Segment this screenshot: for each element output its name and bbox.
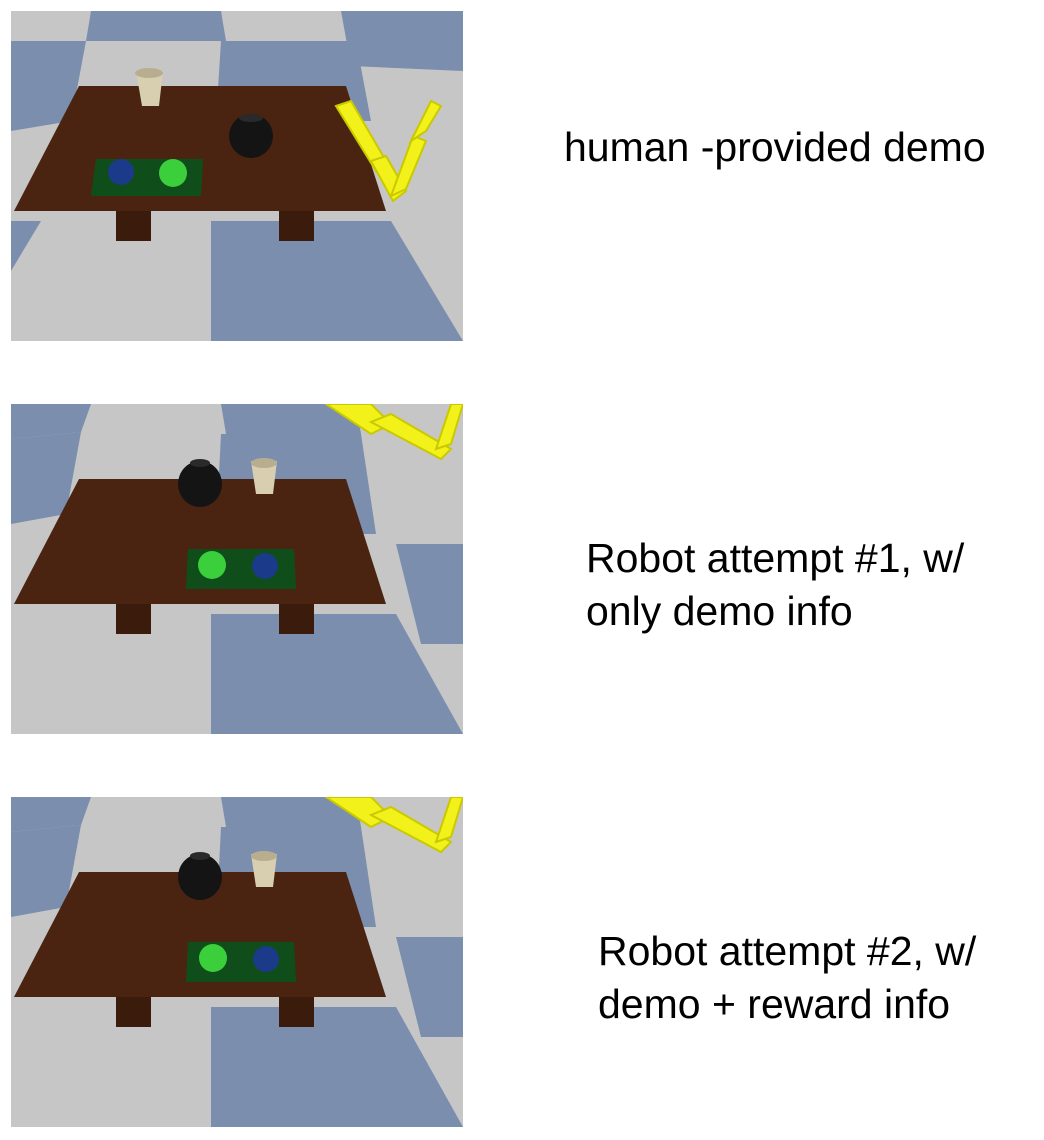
disc-blue — [108, 159, 134, 185]
cup — [251, 854, 277, 887]
panel-caption: human -provided demo — [564, 121, 986, 174]
table-leg — [116, 599, 151, 634]
pot — [229, 114, 273, 158]
floor-tile — [11, 825, 81, 917]
panel-caption: Robot attempt #2, w/ demo + reward info — [598, 925, 976, 1031]
floor-tile — [11, 797, 91, 832]
floor-tile — [86, 11, 226, 41]
table-leg — [279, 599, 314, 634]
floor-tile — [396, 544, 463, 644]
table-leg — [279, 992, 314, 1027]
simulation-scene-image — [11, 404, 463, 734]
robot-arm — [334, 99, 443, 203]
panel-human-demo: human -provided demo — [0, 11, 1044, 351]
table-leg — [116, 206, 151, 241]
robot-arm — [324, 404, 463, 461]
simulation-scene-image — [11, 797, 463, 1127]
panel-robot-attempt-2: Robot attempt #2, w/ demo + reward info — [0, 797, 1044, 1137]
caption-line: demo + reward info — [598, 981, 951, 1027]
floor-tile — [11, 404, 91, 439]
table-leg — [116, 992, 151, 1027]
caption-line: Robot attempt #1, w/ — [586, 535, 965, 581]
table-leg — [279, 206, 314, 241]
pot — [178, 854, 222, 900]
disc-green — [199, 944, 227, 972]
caption-line: only demo info — [586, 588, 853, 634]
panel-robot-attempt-1: Robot attempt #1, w/ only demo info — [0, 404, 1044, 744]
pot — [178, 461, 222, 507]
robot-arm — [324, 797, 463, 854]
disc-blue — [253, 946, 279, 972]
floor-tile — [221, 797, 361, 827]
floor-tile — [11, 221, 41, 271]
floor-tile — [11, 432, 81, 524]
cup — [136, 71, 163, 106]
panel-caption: Robot attempt #1, w/ only demo info — [586, 532, 964, 638]
floor-tile — [211, 614, 463, 734]
caption-line: human -provided demo — [564, 124, 986, 170]
floor-tile — [341, 11, 463, 71]
floor-tile — [11, 41, 86, 131]
floor-tile — [211, 221, 463, 341]
disc-blue — [252, 553, 278, 579]
floor-tile — [396, 937, 463, 1037]
caption-line: Robot attempt #2, w/ — [598, 928, 977, 974]
cup — [251, 461, 277, 494]
floor-tile — [211, 1007, 463, 1127]
disc-green — [159, 159, 187, 187]
floor-tile — [221, 404, 361, 434]
simulation-scene-image — [11, 11, 463, 341]
disc-green — [198, 551, 226, 579]
